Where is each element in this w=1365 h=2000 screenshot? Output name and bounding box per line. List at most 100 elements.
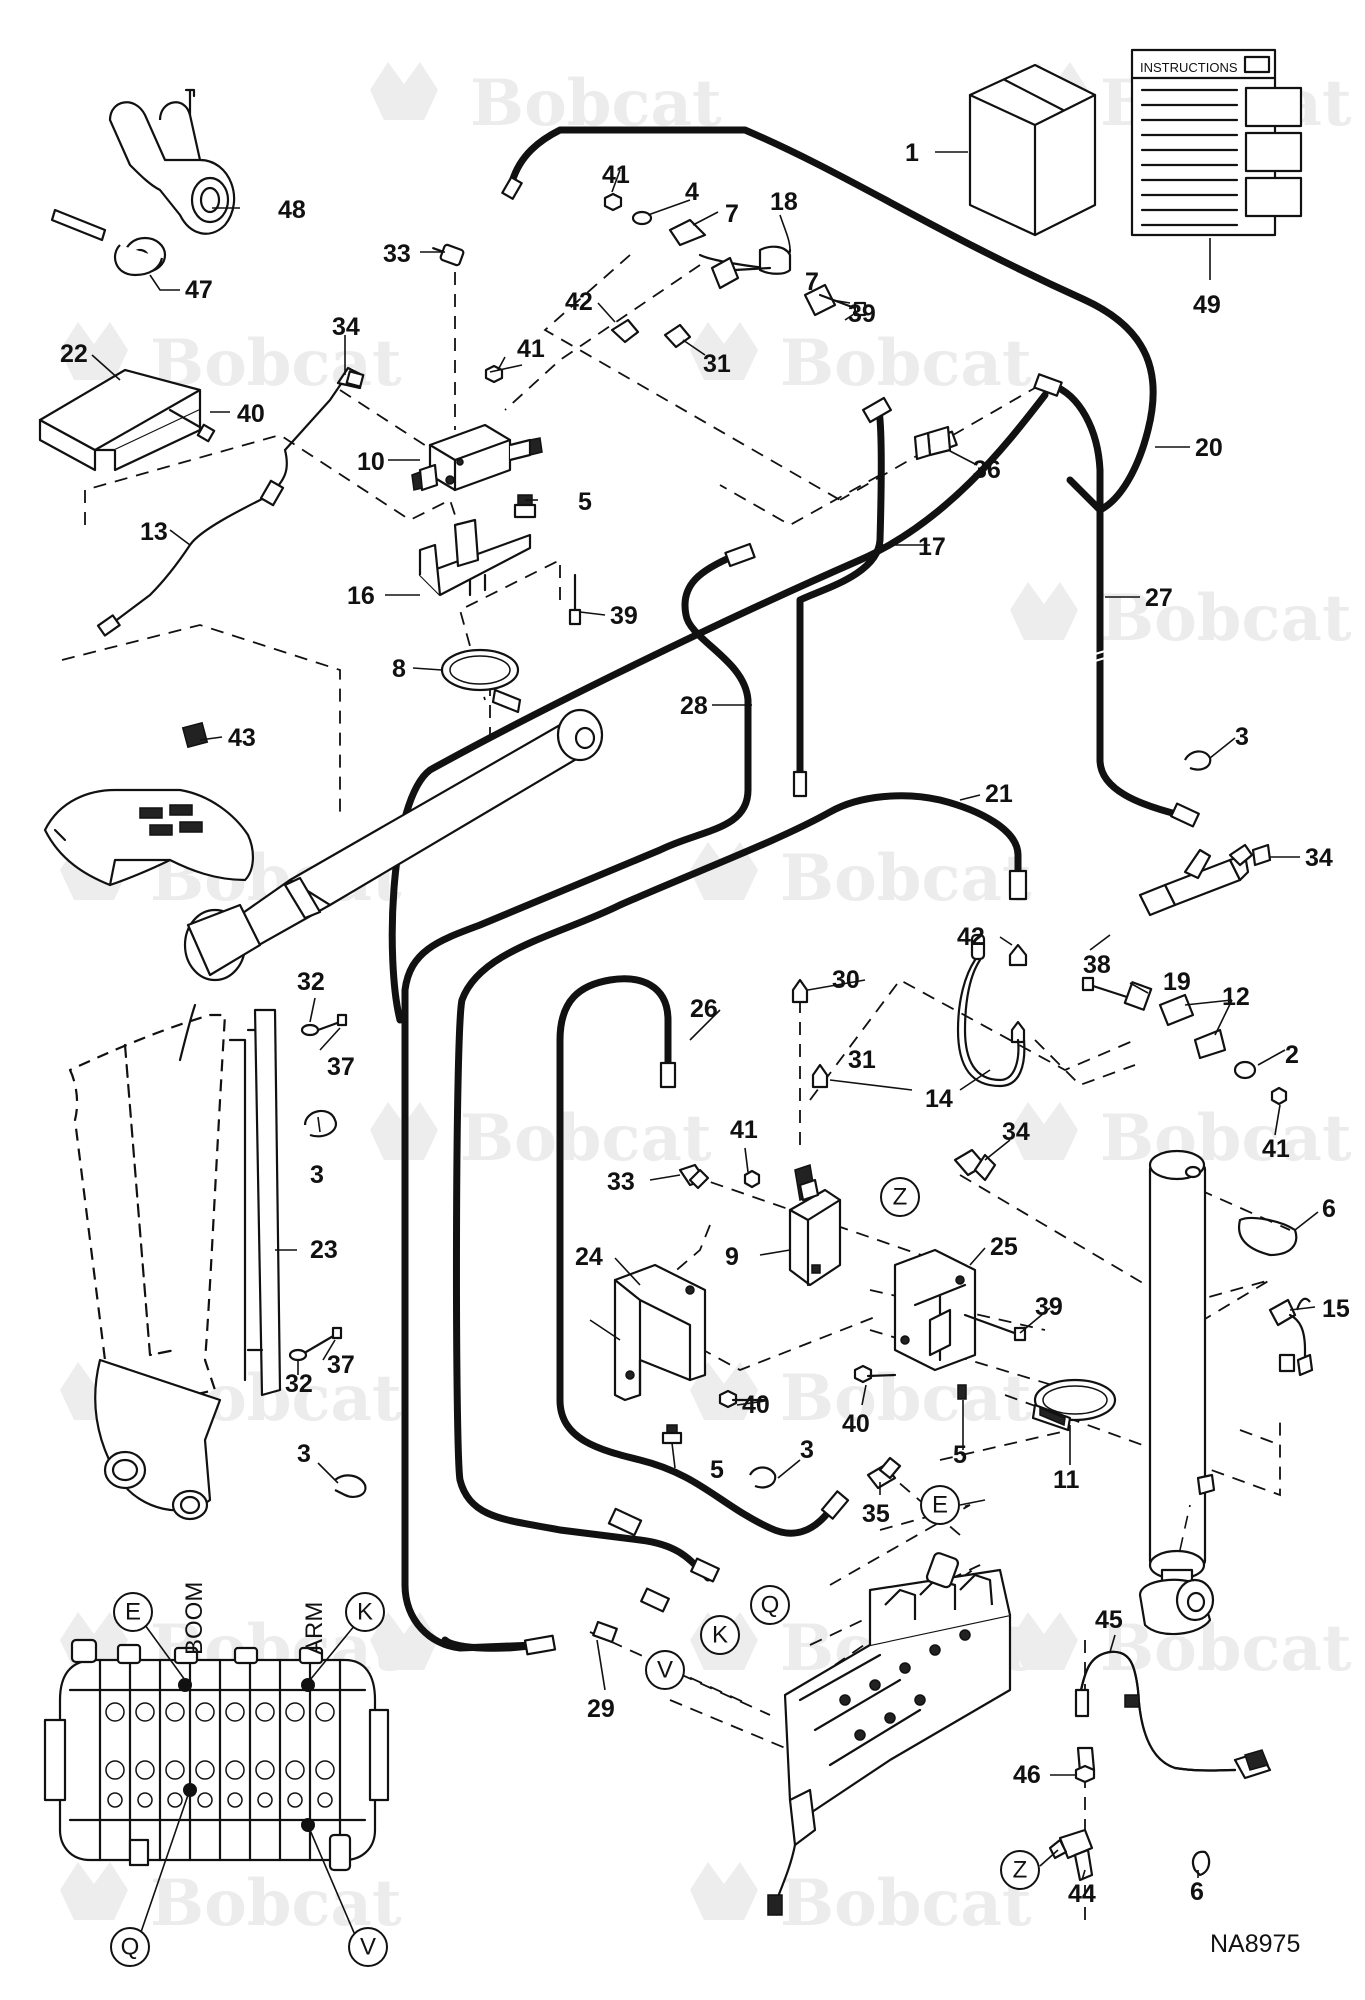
- callout-39: 39: [848, 300, 876, 328]
- connection-markers[interactable]: Z E Q K V E K Q V Z: [110, 1177, 1040, 1967]
- svg-text:E: E: [125, 1599, 141, 1626]
- svg-text:E: E: [932, 1492, 948, 1519]
- callout-34: 34: [1002, 1118, 1030, 1146]
- callout-41: 41: [517, 335, 545, 363]
- part-43-cover: [43, 721, 254, 887]
- hose-28: [401, 551, 752, 1652]
- callout-2: 2: [1285, 1041, 1299, 1069]
- callout-39: 39: [1035, 1293, 1063, 1321]
- part-49-instructions: INSTRUCTIONS: [1130, 48, 1303, 237]
- callout-42: 42: [957, 923, 985, 951]
- watermark-text: Bobcat: [1100, 1101, 1352, 1176]
- bobcat-logo-icon: [1010, 582, 1078, 640]
- end-view-leaders: [139, 1624, 356, 1936]
- callout-20: 20: [1195, 434, 1223, 462]
- callout-40: 40: [842, 1410, 870, 1438]
- right-hardware: [1081, 976, 1288, 1106]
- svg-text:Q: Q: [121, 1934, 140, 1961]
- hose-21: [452, 792, 1022, 1582]
- callout-9: 9: [725, 1243, 739, 1271]
- callout-11: 11: [1053, 1466, 1080, 1494]
- instructions-label: INSTRUCTIONS: [1140, 60, 1238, 75]
- lower-hardware: [661, 1163, 1027, 1445]
- callout-41: 41: [1262, 1135, 1290, 1163]
- watermark-text: Bobcat: [780, 841, 1032, 916]
- callout-44: 44: [1068, 1880, 1096, 1908]
- callout-37: 37: [327, 1053, 355, 1081]
- callout-31: 31: [848, 1046, 876, 1074]
- drawing-code: NA8975: [1210, 1930, 1300, 1958]
- arm-cylinder: [1138, 1149, 1216, 1636]
- part-1-box: [968, 63, 1097, 237]
- callout-10: 10: [357, 448, 385, 476]
- bobcat-logo-icon: [690, 322, 758, 380]
- connection-marker-v-lower[interactable]: V: [348, 1927, 388, 1967]
- connection-marker-z-lower[interactable]: Z: [1000, 1850, 1040, 1890]
- part-39-bolt-upper: [568, 573, 582, 626]
- callout-28: 28: [680, 692, 708, 720]
- callout-40: 40: [237, 400, 265, 428]
- part-45-harness: [1074, 1650, 1272, 1780]
- control-valve-drawing: [767, 1552, 1012, 1916]
- part-9-switch: [788, 1164, 842, 1287]
- connection-marker-k-lower[interactable]: K: [345, 1592, 385, 1632]
- callout-16: 16: [347, 582, 375, 610]
- arm-assembly: [68, 1003, 282, 1521]
- part-24-shield: [613, 1263, 707, 1402]
- part-8-clamp: [440, 648, 522, 714]
- connection-marker-z-upper[interactable]: Z: [880, 1177, 920, 1217]
- callout-41: 41: [730, 1116, 758, 1144]
- svg-text:Z: Z: [893, 1184, 908, 1211]
- callout-30: 30: [832, 966, 860, 994]
- connection-marker-q-upper[interactable]: Q: [750, 1585, 790, 1625]
- part-5-clip-top: [513, 494, 537, 519]
- svg-text:V: V: [360, 1934, 376, 1961]
- callout-12: 12: [1222, 983, 1250, 1011]
- svg-text:K: K: [357, 1599, 373, 1626]
- callout-47: 47: [185, 276, 213, 304]
- watermark-text: Bobcat: [150, 1866, 402, 1941]
- callout-43: 43: [228, 724, 256, 752]
- callout-35: 35: [862, 1500, 890, 1528]
- watermark-text: Bobcat: [1100, 581, 1352, 656]
- svg-text:Z: Z: [1013, 1857, 1028, 1884]
- callout-31: 31: [703, 350, 731, 378]
- callout-26: 26: [690, 995, 718, 1023]
- connection-marker-e-upper[interactable]: E: [920, 1485, 960, 1525]
- callout-5: 5: [953, 1441, 967, 1469]
- connection-marker-v-upper[interactable]: V: [645, 1650, 685, 1690]
- part-13-cable: [96, 376, 347, 637]
- callout-33: 33: [383, 240, 411, 268]
- bobcat-logo-icon: [1010, 1612, 1078, 1670]
- part-48-swing-bracket: [108, 88, 236, 235]
- connection-marker-e-lower[interactable]: E: [113, 1592, 153, 1632]
- callout-labels: 1 2 3 3 3 3 4 5 5 5 6 6 7 7 8 9 10 11 12…: [60, 139, 1350, 1908]
- part-25-bracket: [893, 1248, 977, 1372]
- callout-14: 14: [925, 1085, 953, 1113]
- callout-24: 24: [575, 1243, 603, 1271]
- callout-34: 34: [332, 313, 360, 341]
- svg-text:Q: Q: [761, 1592, 780, 1619]
- part-47-pin: [50, 208, 167, 277]
- callout-41: 41: [602, 161, 630, 189]
- connection-marker-k-upper[interactable]: K: [700, 1615, 740, 1655]
- top-hardware: [484, 192, 867, 384]
- watermark-text: Bobcat: [460, 1101, 712, 1176]
- callout-18: 18: [770, 188, 798, 216]
- connection-marker-q-lower[interactable]: Q: [110, 1927, 150, 1967]
- part-11-clamp: [1031, 1378, 1117, 1432]
- hose-20: [508, 126, 1157, 514]
- callout-3: 3: [800, 1436, 814, 1464]
- callout-3: 3: [297, 1440, 311, 1468]
- callout-37: 37: [327, 1351, 355, 1379]
- callout-42: 42: [565, 288, 593, 316]
- callout-36: 36: [973, 456, 1001, 484]
- callout-33: 33: [607, 1168, 635, 1196]
- boom-label: BOOM: [181, 1582, 208, 1655]
- callout-38: 38: [1083, 951, 1111, 979]
- bobcat-logo-icon: [60, 322, 128, 380]
- callout-17: 17: [918, 533, 946, 561]
- callout-8: 8: [392, 655, 406, 683]
- watermark-text: Bobcat: [780, 1361, 1032, 1436]
